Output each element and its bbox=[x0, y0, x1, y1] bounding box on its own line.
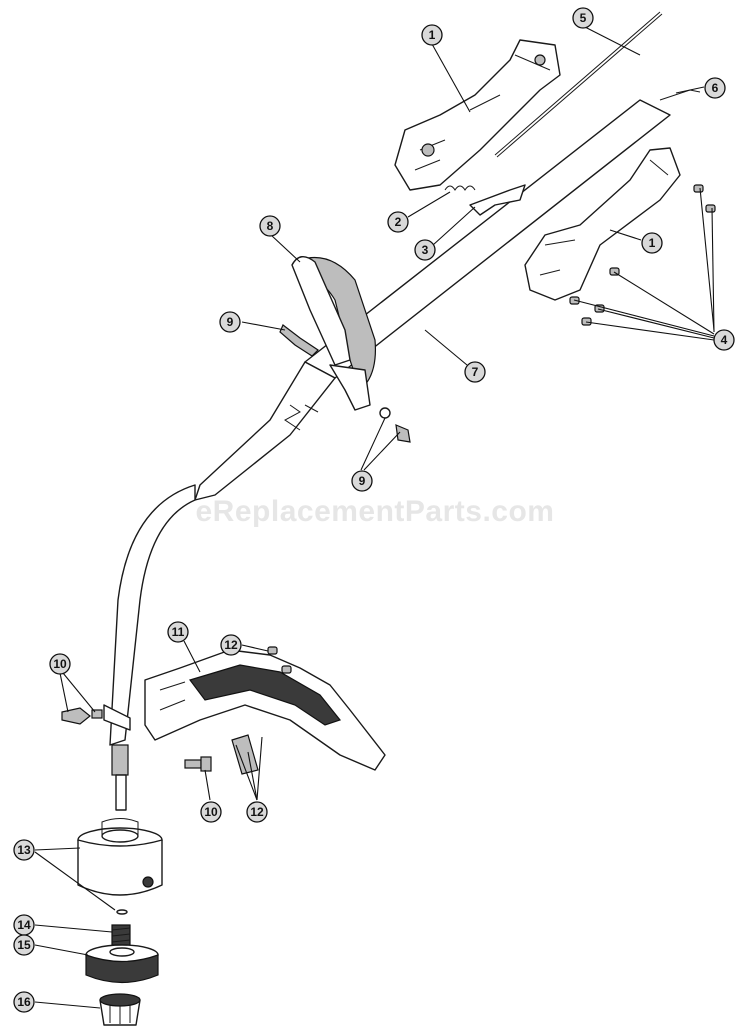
callout-15: 15 bbox=[13, 934, 35, 956]
handle-screws bbox=[569, 184, 716, 326]
callout-number: 12 bbox=[224, 638, 238, 652]
callout-9-lower: 9 bbox=[351, 470, 373, 492]
callout-number: 7 bbox=[472, 365, 479, 379]
shield-screws bbox=[231, 646, 292, 775]
guard-wing-nut bbox=[61, 704, 131, 731]
leader-lines bbox=[34, 25, 715, 1009]
callout-1-lower: 1 bbox=[641, 232, 663, 254]
callout-number: 16 bbox=[17, 995, 31, 1009]
callout-6: 6 bbox=[704, 77, 726, 99]
callout-number: 2 bbox=[395, 215, 402, 229]
callout-14: 14 bbox=[13, 914, 35, 936]
callout-number: 11 bbox=[172, 625, 185, 639]
callout-4: 4 bbox=[713, 329, 735, 351]
callout-10-lower: 10 bbox=[200, 801, 222, 823]
callout-number: 3 bbox=[422, 243, 429, 257]
callout-number: 15 bbox=[17, 938, 31, 952]
callout-number: 10 bbox=[204, 805, 218, 819]
callout-5: 5 bbox=[572, 7, 594, 29]
callout-8: 8 bbox=[259, 215, 281, 237]
callout-9-upper: 9 bbox=[219, 311, 241, 333]
bump-knob bbox=[99, 993, 141, 1026]
callout-number: 9 bbox=[227, 315, 234, 329]
callout-number: 13 bbox=[17, 843, 31, 857]
callout-number: 12 bbox=[250, 805, 264, 819]
debris-shield bbox=[144, 649, 386, 771]
throttle-spring bbox=[444, 185, 476, 191]
callout-3: 3 bbox=[414, 239, 436, 261]
callout-number: 5 bbox=[580, 11, 587, 25]
lower-handle-half bbox=[524, 147, 681, 301]
callout-number: 4 bbox=[721, 333, 728, 347]
trimmer-spool bbox=[85, 944, 159, 984]
callout-12-lower: 12 bbox=[246, 801, 268, 823]
callout-1-upper: 1 bbox=[421, 24, 443, 46]
trimmer-head-housing bbox=[77, 818, 163, 896]
callout-7: 7 bbox=[464, 361, 486, 383]
callout-13: 13 bbox=[13, 839, 35, 861]
callout-number: 6 bbox=[712, 81, 719, 95]
spool-spring bbox=[111, 909, 131, 946]
callout-number: 8 bbox=[267, 219, 274, 233]
callout-number: 10 bbox=[53, 657, 67, 671]
throttle-cable bbox=[494, 11, 663, 158]
callout-number: 1 bbox=[429, 28, 436, 42]
callout-2: 2 bbox=[387, 211, 409, 233]
callout-number: 14 bbox=[17, 918, 31, 932]
cutter-bolt bbox=[184, 756, 212, 772]
callout-16: 16 bbox=[13, 991, 35, 1013]
drive-shaft-tube bbox=[109, 99, 671, 811]
ignition-wire bbox=[659, 89, 701, 101]
throttle-trigger bbox=[469, 184, 526, 216]
callout-10-upper: 10 bbox=[49, 653, 71, 675]
callout-number: 1 bbox=[649, 236, 656, 250]
upper-handle-half bbox=[394, 39, 561, 191]
callout-number: 9 bbox=[359, 474, 366, 488]
assist-handle bbox=[291, 256, 377, 411]
callout-12-upper: 12 bbox=[220, 634, 242, 656]
callout-11: 11 bbox=[167, 621, 189, 643]
